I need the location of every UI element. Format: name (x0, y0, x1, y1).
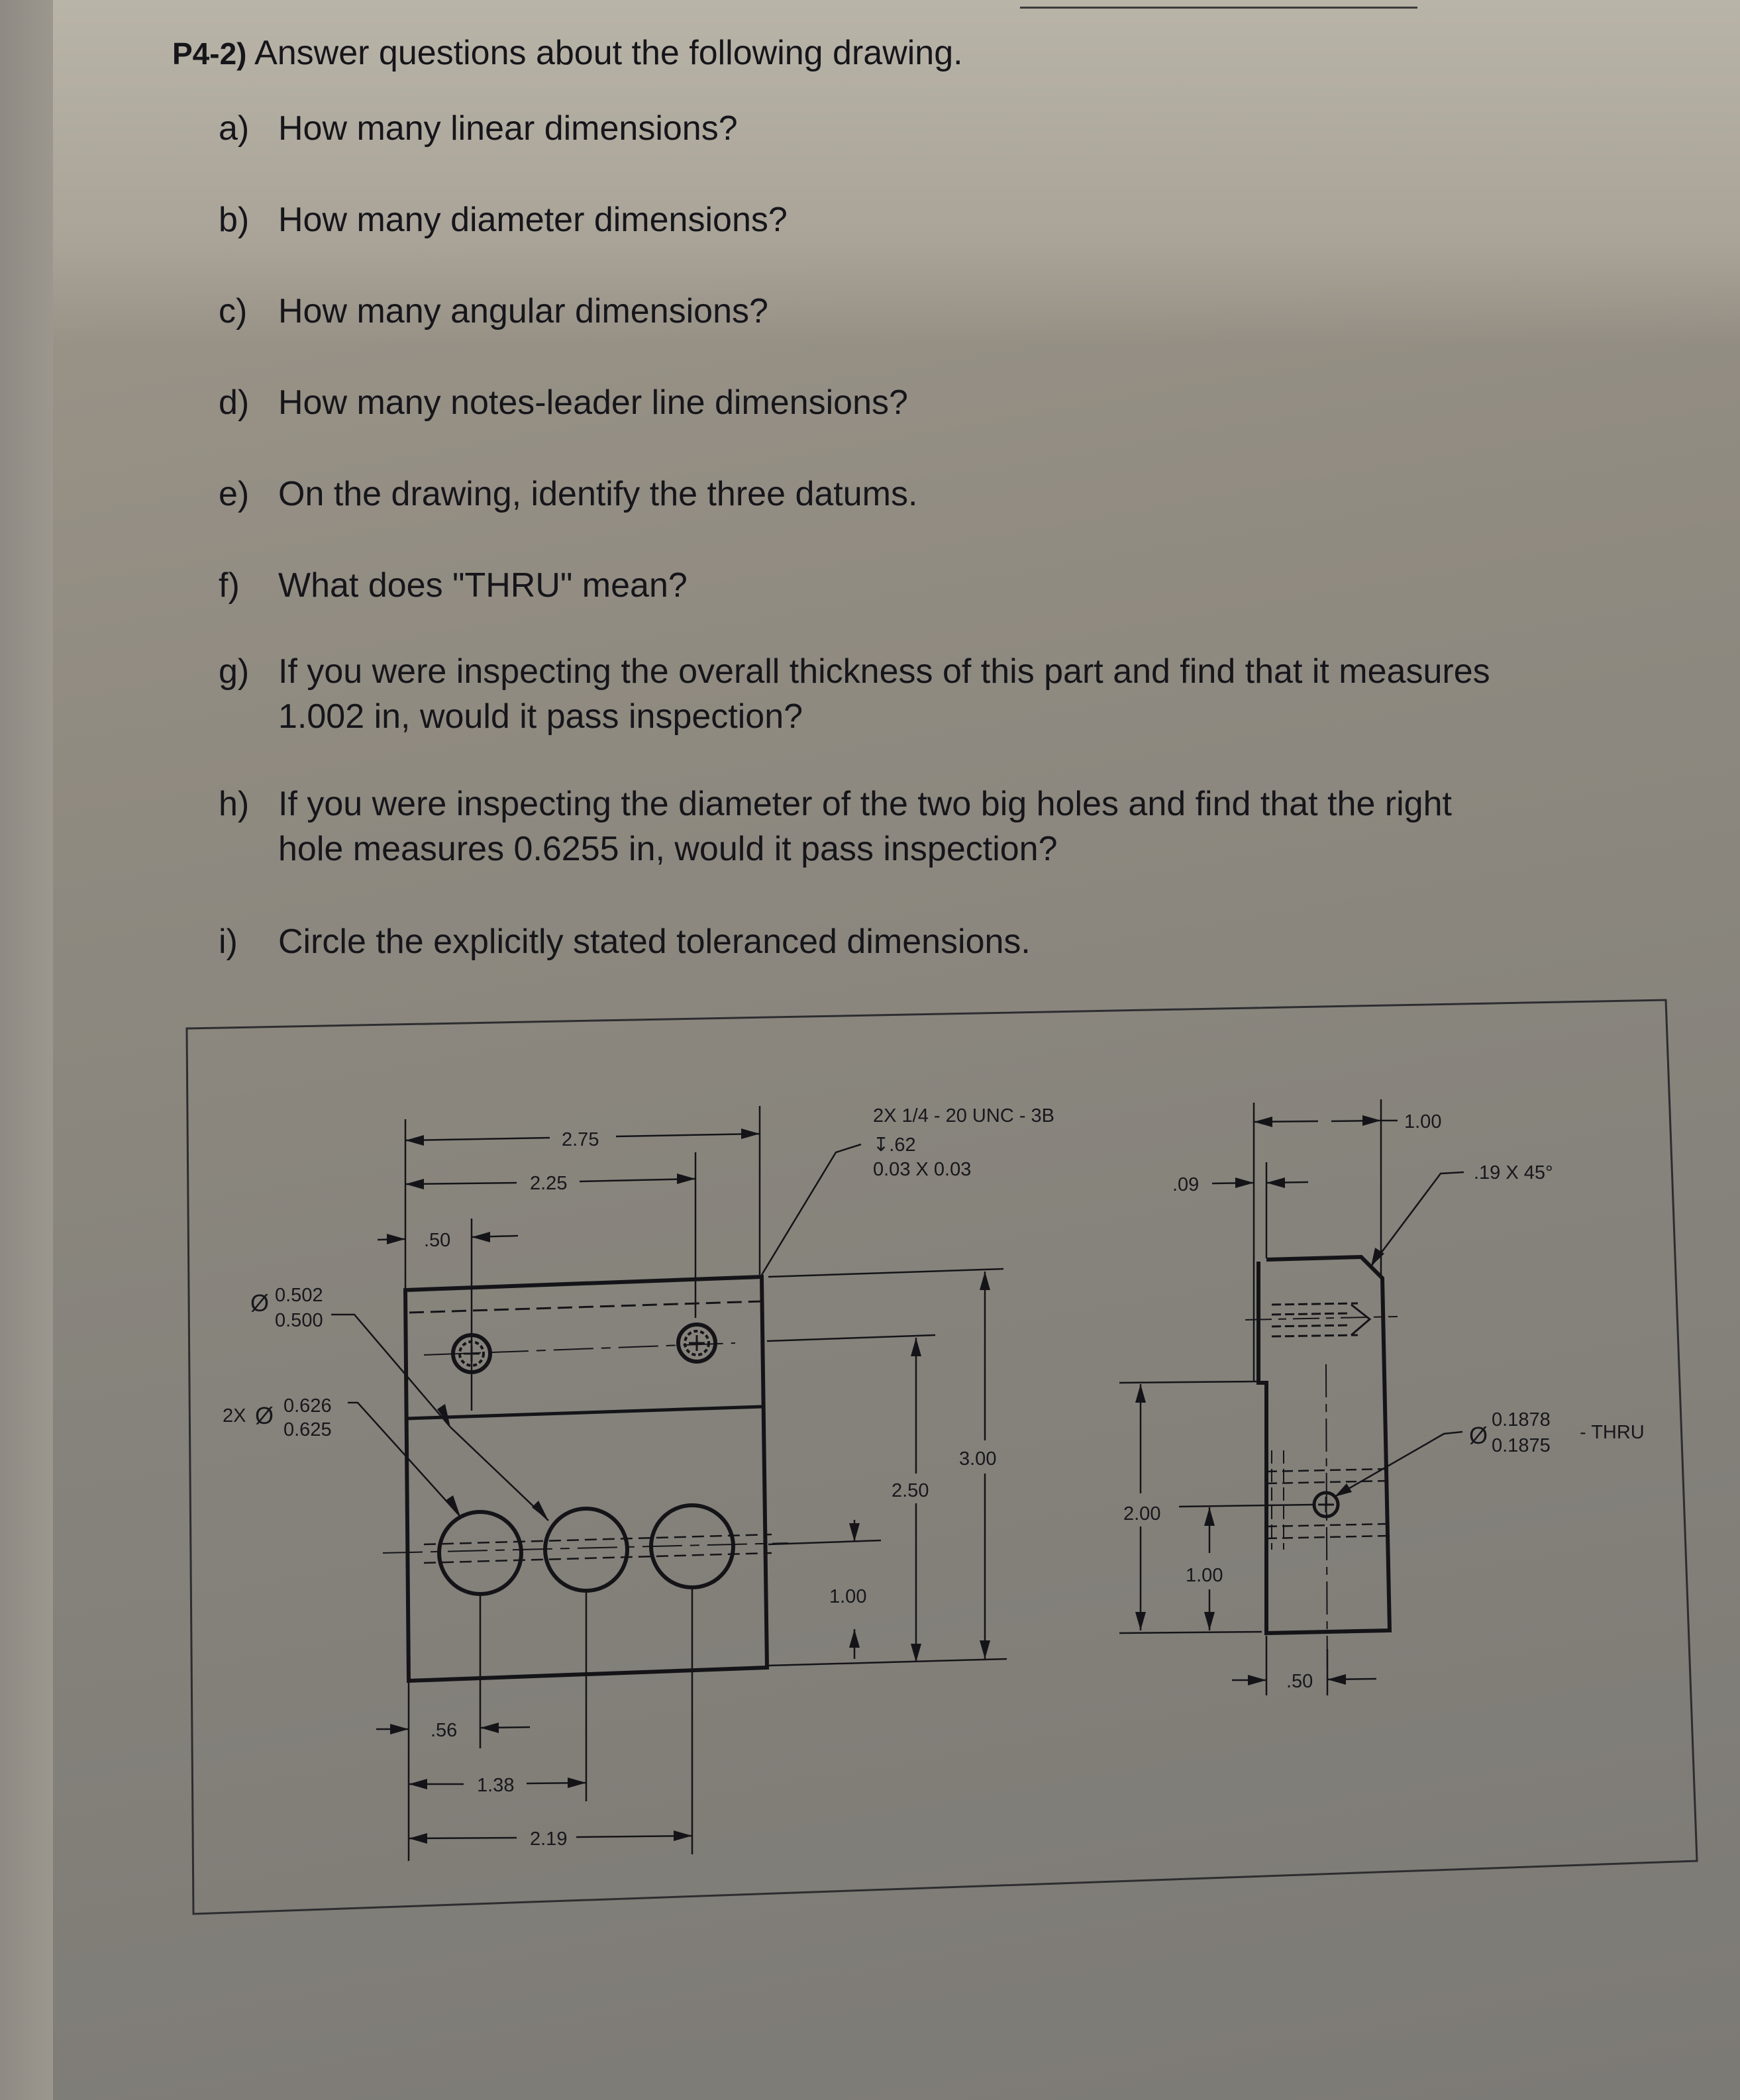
question-letter: d) (219, 383, 250, 422)
diameter-symbol: Ø (255, 1402, 274, 1429)
big-hole-quantity: 2X (223, 1405, 246, 1426)
question-text: What does "THRU" mean? (278, 566, 688, 605)
question-letter: f) (219, 566, 240, 605)
question-text: Circle the explicitly stated toleranced … (278, 923, 1031, 961)
question-g: g) If you were inspecting the overall thi… (219, 649, 1490, 739)
dim-side-1-00-lower: 1.00 (1186, 1565, 1223, 1586)
dim-2-50: 2.50 (892, 1480, 929, 1501)
dim-0-50: .50 (424, 1230, 450, 1251)
big-hole-dia-lower: 0.625 (283, 1419, 332, 1440)
big-hole-center (543, 1507, 629, 1593)
hidden-line (423, 1533, 772, 1546)
question-text: If you were inspecting the diameter of t… (278, 781, 1452, 872)
dim-side-1-00: 1.00 (1404, 1111, 1441, 1132)
side-hole-dia-lower: 0.1875 (1492, 1435, 1551, 1456)
question-letter: e) (219, 475, 250, 513)
front-view-step-line (406, 1405, 764, 1421)
dim-side-2-00: 2.00 (1123, 1503, 1160, 1525)
question-line: 1.002 in, would it pass inspection? (278, 697, 803, 736)
question-letter: a) (219, 109, 250, 148)
dim-1-38: 1.38 (477, 1775, 514, 1796)
hidden-line (409, 1300, 762, 1314)
big-hole-right (649, 1503, 735, 1589)
dim-2-25: 2.25 (530, 1173, 567, 1194)
big-hole-left (437, 1510, 523, 1596)
side-view (1245, 1254, 1398, 1696)
side-dimension-lines (1119, 1099, 1464, 1695)
question-letter: c) (219, 292, 248, 330)
small-hole-dia-lower: 0.500 (275, 1310, 323, 1331)
diameter-symbol: Ø (1469, 1422, 1488, 1449)
question-letter: g) (219, 652, 250, 691)
hidden-line (423, 1552, 772, 1564)
front-view (382, 1274, 789, 1683)
dim-2-75: 2.75 (562, 1129, 599, 1150)
through-holes (437, 1503, 735, 1596)
paper-highlight (0, 0, 1740, 344)
front-arrowheads (387, 1128, 990, 1844)
question-b: b) How many diameter dimensions? (219, 197, 788, 242)
question-f: f) What does "THRU" mean? (219, 563, 688, 608)
question-text: How many angular dimensions? (278, 292, 768, 330)
problem-prompt: Answer questions about the following dra… (254, 34, 963, 72)
dim-side-0-50: .50 (1286, 1671, 1313, 1692)
page-edge (0, 0, 53, 2100)
question-text: How many linear dimensions? (278, 109, 738, 148)
front-view-outline (403, 1274, 770, 1683)
side-hole-dia-upper: 0.1878 (1492, 1409, 1551, 1430)
question-line: If you were inspecting the diameter of t… (278, 785, 1452, 823)
question-letter: i) (219, 923, 238, 961)
question-d: d) How many notes-leader line dimensions? (219, 380, 908, 425)
front-dimension-text: 2.75 2.25 .50 Ø 0.502 0.500 2X Ø 0.626 0… (223, 1105, 1054, 1850)
question-letter: b) (219, 201, 250, 239)
drawing-border (185, 999, 1698, 1915)
problem-title: P4-2) Answer questions about the followi… (172, 33, 963, 73)
question-line: If you were inspecting the overall thick… (278, 652, 1490, 691)
dim-2-19: 2.19 (530, 1828, 567, 1850)
question-letter: h) (219, 785, 250, 823)
question-a: a) How many linear dimensions? (219, 106, 738, 151)
side-view-outline (1256, 1254, 1392, 1636)
question-i: i) Circle the explicitly stated tolerance… (219, 919, 1031, 964)
centerline (382, 1542, 789, 1554)
side-arrowheads (1135, 1115, 1384, 1685)
tapped-hole-right (676, 1323, 717, 1364)
problem-number: P4-2) (172, 36, 247, 71)
thread-note-line1: 2X 1/4 - 20 UNC - 3B (873, 1105, 1054, 1126)
question-h: h) If you were inspecting the diameter of… (219, 781, 1452, 872)
dim-3-00: 3.00 (959, 1448, 996, 1470)
diameter-symbol: Ø (250, 1289, 269, 1317)
dim-0-56: .56 (431, 1720, 457, 1741)
question-line: hole measures 0.6255 in, would it pass i… (278, 830, 1058, 868)
question-text: How many diameter dimensions? (278, 201, 788, 239)
question-text: On the drawing, identify the three datum… (278, 475, 918, 513)
header-rule (1020, 7, 1417, 9)
tapped-holes (451, 1323, 717, 1374)
question-text: If you were inspecting the overall thick… (278, 649, 1490, 739)
tapped-hole-thread (684, 1330, 710, 1356)
question-c: c) How many angular dimensions? (219, 289, 768, 334)
thread-note-line3: 0.03 X 0.03 (873, 1159, 971, 1180)
dim-side-0-09: .09 (1172, 1174, 1199, 1195)
small-hole-dia-upper: 0.502 (275, 1285, 323, 1306)
question-text: How many notes-leader line dimensions? (278, 383, 908, 422)
side-dimension-text: 1.00 .09 .19 X 45° Ø 0.1878 0.1875 - THR… (1123, 1111, 1645, 1692)
thread-note-line2: ↧.62 (873, 1134, 916, 1156)
thru-note: - THRU (1580, 1422, 1645, 1443)
chamfer-note: .19 X 45° (1474, 1162, 1553, 1183)
question-e: e) On the drawing, identify the three dat… (219, 472, 917, 517)
dim-1-00: 1.00 (829, 1586, 866, 1607)
big-hole-dia-upper: 0.626 (283, 1395, 332, 1417)
